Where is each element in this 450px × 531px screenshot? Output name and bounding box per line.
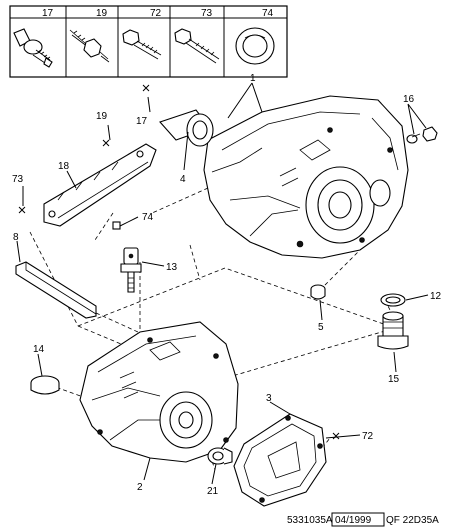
callout-1: 1: [250, 73, 256, 84]
callout-3: 3: [266, 393, 272, 404]
callout-2: 2: [137, 482, 143, 493]
callout-8: 8: [13, 232, 19, 243]
callout-74: 74: [142, 212, 154, 223]
callout-18: 18: [58, 161, 70, 172]
bolt-72-icon: [122, 29, 162, 60]
fastener-table: 17 19 72 73 74: [9, 5, 288, 78]
screw-17-icon: [13, 28, 53, 68]
bolt-73-icon: [174, 28, 220, 64]
reference-date: 04/1999: [335, 515, 372, 526]
callout-labels: 1 17 19 16 4 18 73 74 8 13 12 5 14 15 3 …: [12, 73, 442, 497]
heat-shield-part-18: [43, 143, 157, 227]
callout-19: 19: [96, 111, 108, 122]
cap-part-14: [30, 375, 60, 395]
leader-lines: [16, 82, 429, 485]
callout-17: 17: [136, 116, 148, 127]
callout-12: 12: [430, 291, 442, 302]
callout-15: 15: [388, 374, 400, 385]
table-header-73: 73: [201, 8, 213, 19]
callout-72: 72: [362, 431, 374, 442]
callout-5: 5: [318, 322, 324, 333]
bearing-part-21: [207, 447, 233, 465]
clutch-housing-part-1: [203, 95, 409, 259]
reference-footer: 5331035A 04/1999 QF 22D35A: [287, 512, 439, 527]
drain-plug-part-15: [377, 311, 409, 350]
callout-4: 4: [180, 174, 186, 185]
reference-suffix: QF 22D35A: [386, 515, 439, 526]
seal-ring-part-12: [380, 293, 406, 307]
table-header-17: 17: [42, 8, 54, 19]
callout-21: 21: [207, 486, 219, 497]
stud-19-icon: [69, 29, 110, 63]
end-cover-part-3: [233, 413, 327, 507]
screw-part-16: [406, 126, 438, 144]
plug-74-icon: [235, 27, 275, 65]
plug-part-5: [310, 284, 326, 300]
table-header-72: 72: [150, 8, 162, 19]
callout-13: 13: [166, 262, 178, 273]
guide-tube-part-4: [159, 109, 214, 147]
reference-code: 5331035A: [287, 515, 333, 526]
gearbox-casing-part-2: [79, 321, 239, 463]
rod-part-8: [15, 261, 97, 319]
table-header-19: 19: [96, 8, 108, 19]
callout-14: 14: [33, 344, 45, 355]
table-header-74: 74: [262, 8, 274, 19]
callout-73: 73: [12, 174, 24, 185]
callout-16: 16: [403, 94, 415, 105]
sensor-part-13: [120, 247, 142, 293]
fastener-markers: [18, 84, 340, 440]
